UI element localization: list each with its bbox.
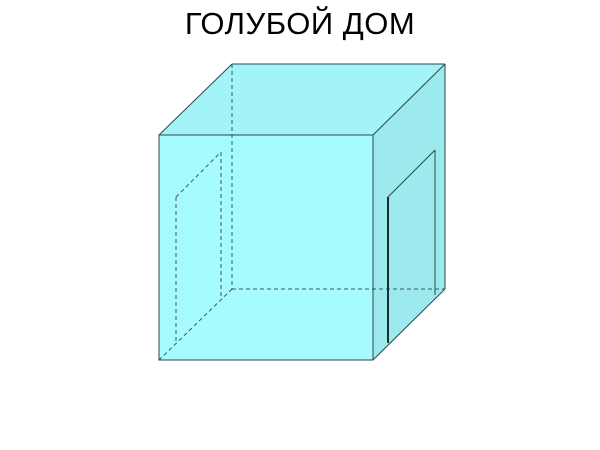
cube-front-face [159, 135, 373, 360]
cube-side-face [373, 64, 445, 360]
side-door [387, 149, 436, 343]
top-left-diagonal-edge [158, 63, 233, 136]
hidden-edges [158, 64, 445, 361]
cube-top-face [159, 64, 445, 135]
hidden-left-door [175, 151, 222, 343]
hidden-bottom-diagonal-edge [158, 288, 233, 361]
page-title: ГОЛУБОЙ ДОМ [184, 6, 416, 41]
top-right-diagonal-edge [372, 63, 446, 136]
front-face-outline [158, 134, 374, 361]
bottom-right-diagonal-edge [372, 288, 446, 361]
visible-edges [158, 63, 446, 361]
